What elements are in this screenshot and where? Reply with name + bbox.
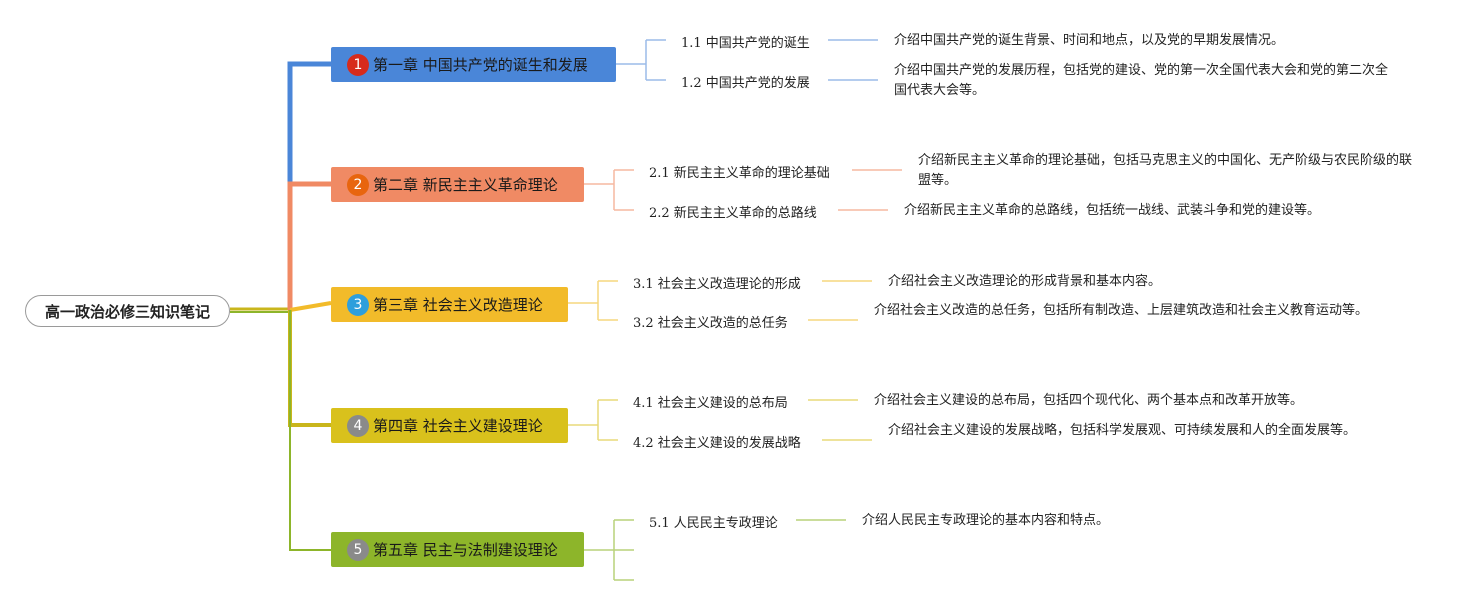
chapter-4[interactable]: 4 第四章 社会主义建设理论: [331, 408, 568, 443]
root-topic[interactable]: 高一政治必修三知识笔记: [25, 295, 230, 327]
description-5-1: 介绍人民民主专政理论的基本内容和特点。: [862, 513, 1110, 528]
subtopic-3-1[interactable]: 3.1 社会主义改造理论的形成: [633, 277, 801, 292]
sub-bracket-ch1: [616, 39, 666, 81]
chapter-title: 第一章 中国共产党的诞生和发展: [373, 56, 588, 74]
chapter-number-badge: 3: [347, 293, 369, 316]
description-4-2: 介绍社会主义建设的发展战略，包括科学发展观、可持续发展和人的全面发展等。: [888, 423, 1357, 438]
description-2-1: 介绍新民主主义革命的理论基础，包括马克思主义的中国化、无产阶级与农民阶级的联盟等…: [918, 153, 1413, 188]
subtopic-4-1[interactable]: 4.1 社会主义建设的总布局: [633, 396, 788, 411]
chapter-number-badge: 5: [347, 538, 369, 561]
root-title: 高一政治必修三知识笔记: [44, 302, 210, 321]
description-2-2: 介绍新民主主义革命的总路线，包括统一战线、武装斗争和党的建设等。: [904, 203, 1321, 218]
subtopic-1-2[interactable]: 1.2 中国共产党的发展: [681, 76, 810, 91]
chapter-title: 第三章 社会主义改造理论: [373, 296, 543, 314]
subtopic-5-1[interactable]: 5.1 人民民主专政理论: [649, 516, 778, 531]
chapter-2[interactable]: 2 第二章 新民主主义革命理论: [331, 167, 584, 202]
chapter-5[interactable]: 5 第五章 民主与法制建设理论: [331, 532, 584, 567]
sub-bracket-ch5: [584, 519, 634, 581]
description-1-2: 介绍中国共产党的发展历程，包括党的建设、党的第一次全国代表大会和党的第二次全国代…: [894, 63, 1389, 98]
description-3-2: 介绍社会主义改造的总任务，包括所有制改造、上层建筑改造和社会主义教育运动等。: [874, 303, 1369, 318]
sub-bracket-ch4: [568, 399, 618, 441]
description-4-1: 介绍社会主义建设的总布局，包括四个现代化、两个基本点和改革开放等。: [874, 393, 1304, 408]
branch-ch5: [289, 310, 331, 551]
chapter-number-badge: 4: [347, 414, 369, 437]
chapter-3[interactable]: 3 第三章 社会主义改造理论: [331, 287, 568, 322]
subtopic-2-2[interactable]: 2.2 新民主主义革命的总路线: [649, 206, 817, 221]
subtopic-1-1[interactable]: 1.1 中国共产党的诞生: [681, 36, 810, 51]
branch-ch1: [287, 61, 331, 310]
subtopic-3-2[interactable]: 3.2 社会主义改造的总任务: [633, 316, 788, 331]
chapter-title: 第五章 民主与法制建设理论: [373, 541, 558, 559]
chapter-1[interactable]: 1 第一章 中国共产党的诞生和发展: [331, 47, 616, 82]
sub-bracket-ch3: [568, 280, 618, 321]
subtopic-4-2[interactable]: 4.2 社会主义建设的发展战略: [633, 436, 801, 451]
chapter-title: 第四章 社会主义建设理论: [373, 417, 543, 435]
description-1-1: 介绍中国共产党的诞生背景、时间和地点，以及党的早期发展情况。: [894, 33, 1285, 48]
chapter-title: 第二章 新民主主义革命理论: [373, 176, 558, 194]
chapter-number-badge: 2: [347, 173, 369, 196]
chapter-number-badge: 1: [347, 53, 369, 76]
branch-ch3: [289, 301, 332, 312]
branch-ch2: [287, 181, 331, 310]
description-3-1: 介绍社会主义改造理论的形成背景和基本内容。: [888, 274, 1162, 289]
branch-ch4: [288, 310, 331, 427]
subtopic-2-1[interactable]: 2.1 新民主主义革命的理论基础: [649, 166, 830, 181]
sub-bracket-ch2: [584, 169, 634, 211]
